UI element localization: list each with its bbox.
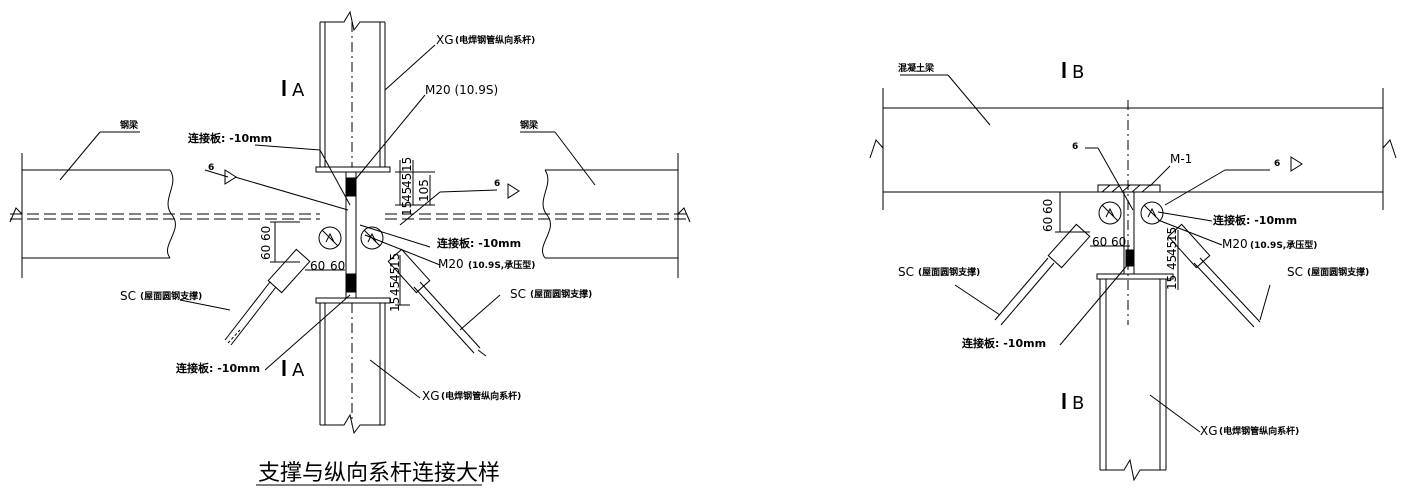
weld-size-right-left: 6 <box>1072 142 1078 152</box>
lower-tie-tube-right <box>1099 279 1167 482</box>
bolt-label-top: M20 (10.9S) <box>425 83 498 97</box>
dim-60c: 60 <box>310 259 325 273</box>
sc-left-code: SC <box>120 289 136 303</box>
xg-top-code: XG <box>436 33 454 47</box>
dim-45d: 45 <box>388 281 402 296</box>
sc-left-note-right: (屋面圆钢支撑) <box>918 266 980 278</box>
dim-r-15a: 15 <box>1165 227 1179 242</box>
dim-45b: 45 <box>400 187 414 202</box>
dim-r-15b: 15 <box>1165 275 1179 290</box>
bolt-note-right: (10.9S,承压型) <box>1250 239 1317 251</box>
right-detail <box>869 62 1397 482</box>
left-texts: A A XG (电焊钢管纵向系杆) M20 (10.9S) 连接板: -10mm… <box>120 33 592 486</box>
right-dimension-lines <box>1055 191 1179 290</box>
lower-end-plate <box>315 297 391 304</box>
dim-r-60c: 60 <box>1092 235 1107 249</box>
left-leaders <box>59 44 596 399</box>
plate-label-right: 连接板: -10mm <box>437 236 521 250</box>
dim-45c: 45 <box>388 267 402 282</box>
bolt-lower <box>345 273 357 293</box>
xg-bottom-note: (电焊钢管纵向系杆) <box>441 390 521 402</box>
dim-15c: 15 <box>388 253 402 268</box>
dim-60b: 60 <box>259 245 273 260</box>
sc-right-code-right: SC <box>1287 265 1303 279</box>
dim-60a: 60 <box>259 226 273 241</box>
plate-label-right-detail: 连接板: -10mm <box>1213 213 1297 227</box>
weld-size-right-right: 6 <box>1274 159 1280 169</box>
xg-code-right: XG <box>1200 424 1218 438</box>
upper-tie-tube <box>319 10 386 167</box>
sc-left-code-right: SC <box>898 265 914 279</box>
dim-r-45a: 45 <box>1165 241 1179 256</box>
concrete-beam <box>869 88 1397 325</box>
left-steel-beam <box>9 153 320 278</box>
weld-size-left: 6 <box>208 163 214 173</box>
concrete-beam-label: 混凝土梁 <box>898 62 935 74</box>
section-a-bottom: A <box>292 360 305 381</box>
left-detail <box>9 10 691 486</box>
dim-r-45b: 45 <box>1165 255 1179 270</box>
left-brace-rod <box>224 226 342 346</box>
plate-label-bottom: 连接板: -10mm <box>176 361 260 375</box>
plate-label-bottom-right: 连接板: -10mm <box>962 336 1046 350</box>
sc-left-note: (屋面圆钢支撑) <box>140 290 202 302</box>
lower-tie-tube <box>319 303 386 435</box>
section-a-top: A <box>292 80 305 101</box>
dim-60d: 60 <box>330 259 345 273</box>
right-texts: B B 混凝土梁 M-1 6 6 连接板: -10mm M20 (10.9S,承… <box>898 62 1369 438</box>
right-leaders <box>900 74 1271 433</box>
weld-symbol-right <box>507 183 520 199</box>
bolt2-note: (10.9S,承压型) <box>468 259 535 271</box>
bolt-code-right: M20 <box>1222 237 1248 251</box>
dim-105: 105 <box>417 179 431 202</box>
end-plate-right <box>1096 273 1174 280</box>
weld-symbol-right-detail <box>1290 156 1303 172</box>
embed-plate-label: M-1 <box>1170 152 1192 166</box>
sc-right-note-right: (屋面圆钢支撑) <box>1307 266 1369 278</box>
weld-symbol-left <box>224 169 237 185</box>
dim-r-60d: 60 <box>1111 235 1126 249</box>
bolt-upper <box>345 177 357 197</box>
right-right-brace-rod <box>1140 201 1261 328</box>
bolt2-code: M20 <box>438 257 464 271</box>
upper-end-plate <box>315 166 391 173</box>
beam-label-right: 钢梁 <box>520 119 539 131</box>
beam-label-left: 钢梁 <box>120 119 139 131</box>
sc-right-note: (屋面圆钢支撑) <box>530 288 592 300</box>
dim-r-60b: 60 <box>1041 217 1055 232</box>
sc-right-code: SC <box>510 287 526 301</box>
section-b-top: B <box>1072 62 1084 83</box>
dim-15a: 15 <box>400 157 414 172</box>
dim-15b: 15 <box>400 201 414 216</box>
xg-top-note: (电焊钢管纵向系杆) <box>455 34 535 46</box>
plate-label-top: 连接板: -10mm <box>188 131 272 145</box>
right-left-brace-rod <box>994 201 1122 326</box>
gusset-plate <box>345 171 357 299</box>
bolt-right <box>1125 249 1135 267</box>
detail-title: 支撑与纵向系杆连接大样 <box>258 461 500 486</box>
weld-size-right: 6 <box>494 179 500 189</box>
xg-bottom-code: XG <box>422 389 440 403</box>
dim-r-60a: 60 <box>1041 199 1055 214</box>
dim-45a: 45 <box>400 173 414 188</box>
right-steel-beam <box>385 153 691 278</box>
section-b-bottom: B <box>1072 393 1084 414</box>
dim-15d: 15 <box>388 297 402 312</box>
left-dimension-lines <box>270 160 435 306</box>
xg-note-right: (电焊钢管纵向系杆) <box>1219 425 1299 437</box>
